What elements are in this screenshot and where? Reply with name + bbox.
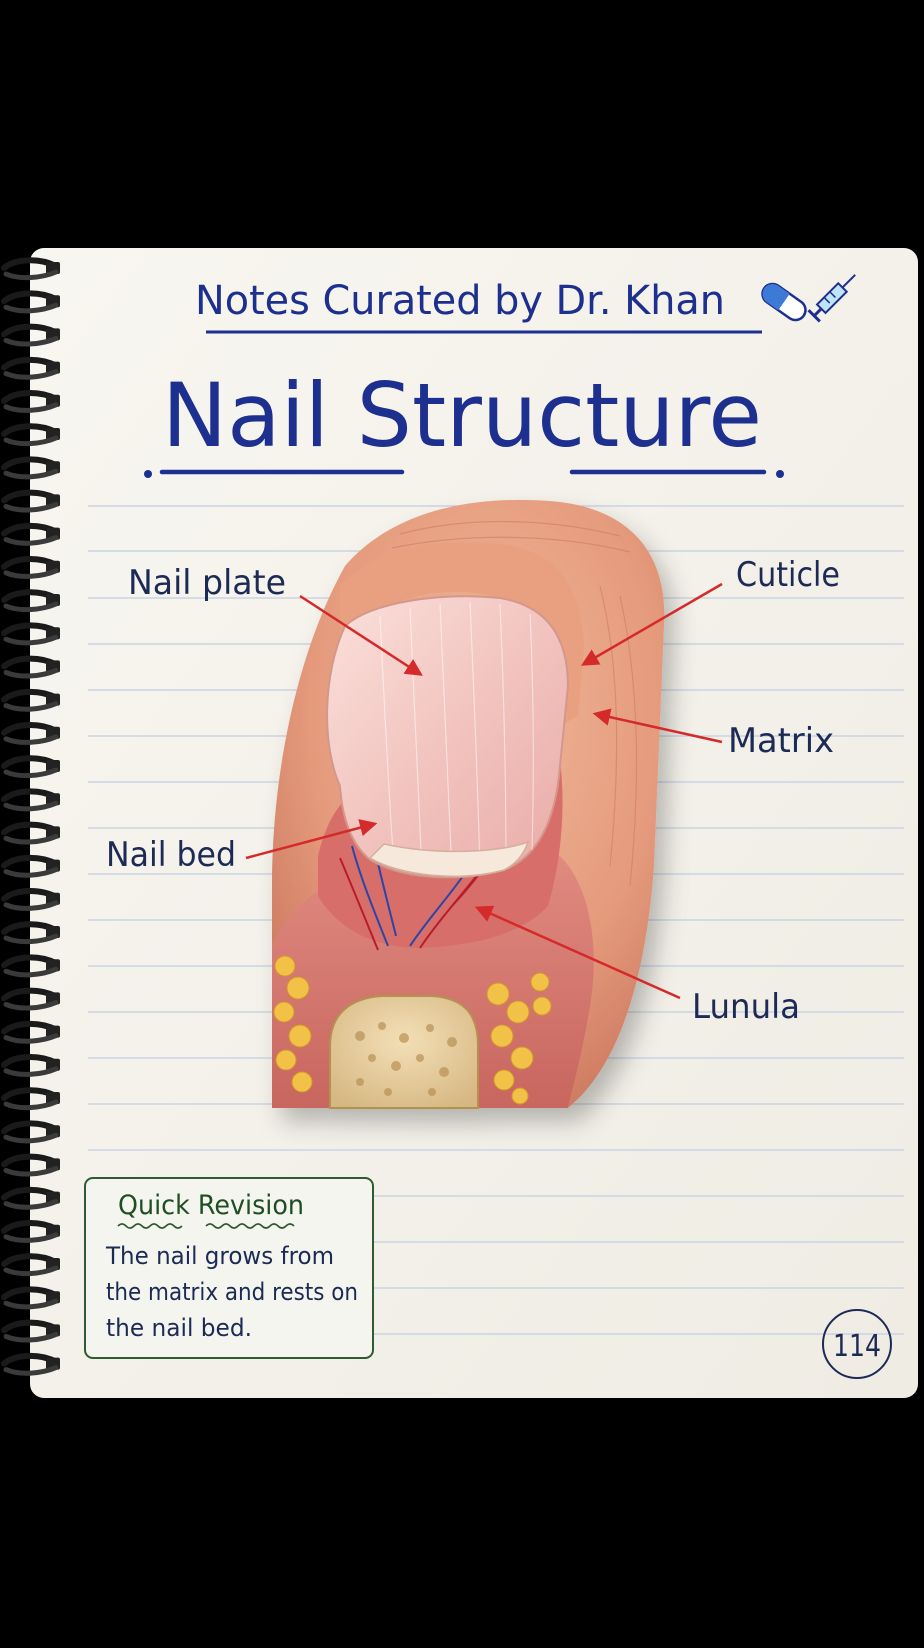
- quick-revision-heading: Quick Revision: [118, 1190, 304, 1221]
- spiral-ring: [1, 1220, 60, 1243]
- pill-capsule-icon: [761, 282, 807, 322]
- spiral-ring: [1, 655, 60, 679]
- arrow-nail-plate: [299, 594, 423, 676]
- arrow-matrix: [592, 708, 723, 744]
- label-matrix-group: Matrix: [592, 708, 834, 761]
- spiral-ring: [1, 1087, 60, 1111]
- spiral-ring: [1, 954, 60, 978]
- spiral-ring: [1, 755, 60, 779]
- spiral-ring: [1, 1253, 60, 1277]
- spiral-ring: [1, 1153, 60, 1177]
- page-number: 114: [833, 1329, 881, 1364]
- spiral-ring: [1, 622, 60, 646]
- arrow-nail-bed: [245, 819, 378, 860]
- label-nail-plate: Nail plate: [128, 563, 286, 603]
- spiral-ring: [1, 921, 60, 945]
- notebook-page: Notes Curated by Dr. Khan Nail Structure: [0, 246, 924, 1402]
- title-dot-left: [144, 470, 152, 478]
- arrow-lunula: [474, 905, 681, 1000]
- spiral-ring: [1, 556, 60, 579]
- spiral-ring: [1, 1120, 60, 1144]
- label-cuticle: Cuticle: [736, 555, 840, 595]
- spiral-ring: [1, 390, 60, 413]
- spiral-ring: [1, 257, 60, 281]
- heading-squiggle: [117, 1223, 295, 1229]
- spiral-ring: [1, 1054, 60, 1077]
- title-dot-right: [776, 470, 784, 478]
- label-matrix: Matrix: [728, 721, 834, 761]
- label-nail-bed: Nail bed: [106, 835, 236, 875]
- spiral-ring: [1, 423, 60, 447]
- syringe-icon: [807, 274, 856, 323]
- label-nail-bed-group: Nail bed: [106, 819, 378, 875]
- spiral-ring: [1, 788, 60, 812]
- spiral-ring: [1, 356, 60, 380]
- revision-line-3: the nail bed.: [106, 1314, 252, 1342]
- finger-cross-section-illustration: [272, 499, 665, 1109]
- arrow-cuticle: [580, 582, 723, 666]
- label-lunula-group: Lunula: [474, 905, 800, 1027]
- revision-line-1: The nail grows from: [105, 1242, 334, 1270]
- spiral-ring: [1, 1020, 60, 1044]
- byline: Notes Curated by Dr. Khan: [195, 278, 725, 324]
- label-cuticle-group: Cuticle: [580, 555, 840, 666]
- spiral-ring: [1, 854, 60, 878]
- spiral-ring: [1, 987, 60, 1011]
- spiral-ring: [1, 456, 60, 480]
- spiral-ring: [1, 1286, 60, 1310]
- revision-line-2: the matrix and rests on: [106, 1278, 358, 1306]
- spiral-ring: [1, 688, 60, 712]
- quick-revision-box: Quick Revision The nail grows from the m…: [84, 1177, 374, 1359]
- page-number-badge: 114: [822, 1309, 892, 1379]
- spiral-ring: [1, 290, 60, 314]
- spiral-ring: [1, 1186, 60, 1210]
- spiral-ring: [1, 722, 60, 745]
- spiral-ring: [1, 489, 60, 513]
- spiral-ring: [1, 821, 60, 845]
- spiral-ring: [1, 1352, 60, 1376]
- spiral-ring: [1, 522, 60, 546]
- spiral-ring: [1, 888, 60, 911]
- spiral-ring: [1, 323, 60, 347]
- label-nail-plate-group: Nail plate: [128, 563, 423, 676]
- label-lunula: Lunula: [692, 987, 800, 1027]
- spiral-binding: [1, 257, 60, 1376]
- spiral-ring: [1, 589, 60, 613]
- spiral-ring: [1, 1319, 60, 1343]
- page-title: Nail Structure: [162, 364, 762, 467]
